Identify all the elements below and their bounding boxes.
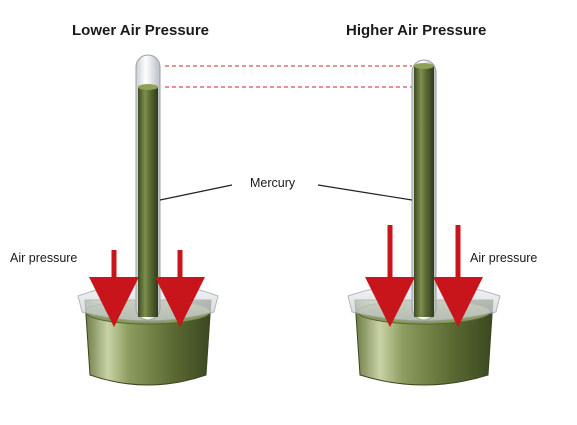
- right-mercury-column: [414, 66, 434, 317]
- mercury-pointer-right: [317, 184, 413, 201]
- mercury-pointer-left: [159, 184, 233, 201]
- left-mercury-column: [138, 87, 158, 317]
- mercury-label: Mercury: [250, 176, 296, 190]
- right-title: Higher Air Pressure: [346, 22, 487, 39]
- left-barometer: [77, 54, 219, 386]
- air-pressure-label-right: Air pressure: [470, 251, 538, 265]
- right-barometer: [347, 59, 501, 386]
- left-title: Lower Air Pressure: [72, 22, 209, 39]
- air-pressure-label-left: Air pressure: [10, 251, 78, 265]
